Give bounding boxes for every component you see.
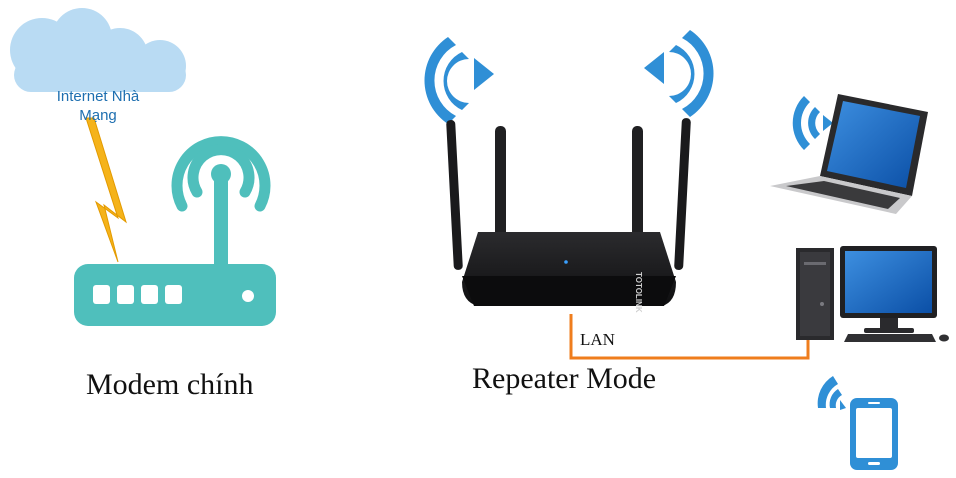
laptop-icon <box>770 94 928 214</box>
desktop-icon <box>796 246 949 342</box>
cloud-label-line2: Mạng <box>79 107 117 124</box>
wifi-signal-icon <box>792 96 833 150</box>
lan-label: LAN <box>580 330 615 349</box>
cloud-icon <box>10 8 186 92</box>
modem-label: Modem chính <box>86 368 254 401</box>
lightning-icon <box>85 117 127 263</box>
modem-icon <box>74 136 276 326</box>
wifi-signal-icon <box>644 30 714 117</box>
cloud-label-line1: Internet Nhà <box>56 88 140 105</box>
repeater-label: Repeater Mode <box>472 362 657 395</box>
wifi-signal-icon <box>424 37 494 124</box>
cloud-label: Internet Nhà Mạng <box>30 87 166 125</box>
phone-icon <box>850 398 898 470</box>
brand-logo: TOTOLINK <box>634 272 643 313</box>
wifi-signal-icon <box>817 376 846 410</box>
router-icon: TOTOLINK <box>446 118 691 313</box>
lan-cable <box>569 314 810 360</box>
